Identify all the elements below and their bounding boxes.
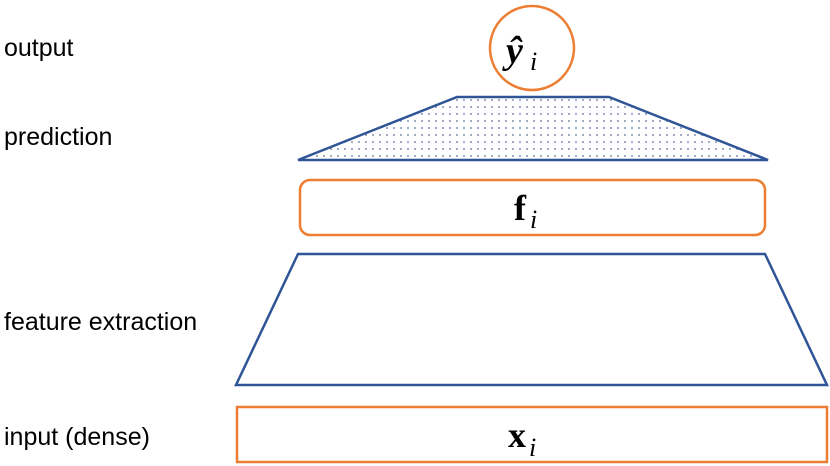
prediction-label: prediction: [4, 123, 113, 151]
input-subscript: i: [529, 433, 536, 462]
feature-subscript: i: [530, 205, 537, 234]
input-label: input (dense): [4, 423, 150, 451]
output-node: [488, 4, 576, 92]
output-label: output: [4, 34, 74, 62]
output-subscript: i: [530, 47, 537, 76]
input-node: [235, 405, 829, 464]
feature-node: [298, 178, 767, 237]
prediction-head: [297, 95, 769, 162]
feature-extractor: [234, 252, 829, 387]
output-symbol: ŷ: [502, 30, 523, 72]
feature-symbol: f: [514, 188, 527, 228]
feature-extraction-label: feature extraction: [4, 308, 198, 336]
input-symbol: x: [508, 415, 526, 455]
